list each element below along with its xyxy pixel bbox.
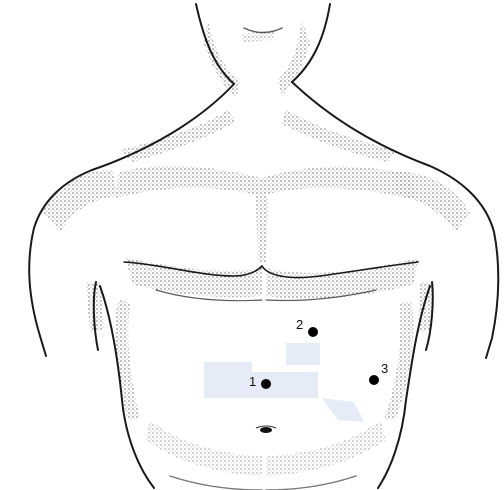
marker-dot [261, 379, 271, 389]
marker-label: 3 [381, 361, 388, 376]
marker-dot [308, 327, 318, 337]
marker-label: 2 [296, 317, 303, 332]
marker-dot [369, 375, 379, 385]
marker-label: 1 [249, 374, 256, 389]
